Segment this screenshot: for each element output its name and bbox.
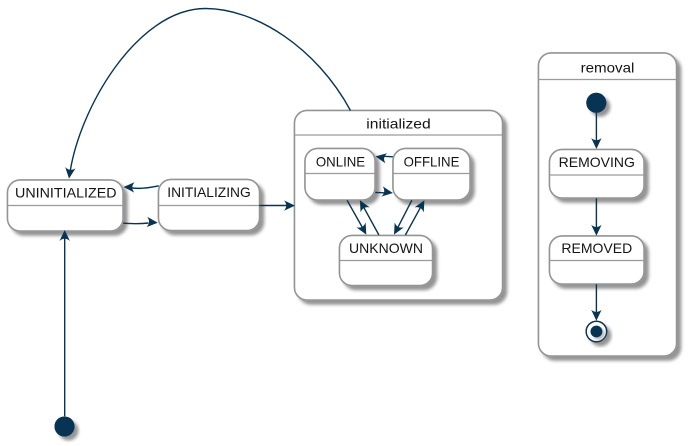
svg-text:REMOVED: REMOVED: [561, 240, 632, 256]
svg-text:INITIALIZING: INITIALIZING: [167, 184, 251, 200]
svg-text:UNKNOWN: UNKNOWN: [349, 240, 423, 256]
svg-text:REMOVING: REMOVING: [559, 154, 635, 170]
svg-text:OFFLINE: OFFLINE: [404, 154, 460, 170]
svg-text:initialized: initialized: [366, 116, 430, 132]
svg-text:ONLINE: ONLINE: [316, 154, 365, 170]
svg-text:UNINITIALIZED: UNINITIALIZED: [15, 185, 117, 201]
svg-text:removal: removal: [581, 59, 635, 75]
